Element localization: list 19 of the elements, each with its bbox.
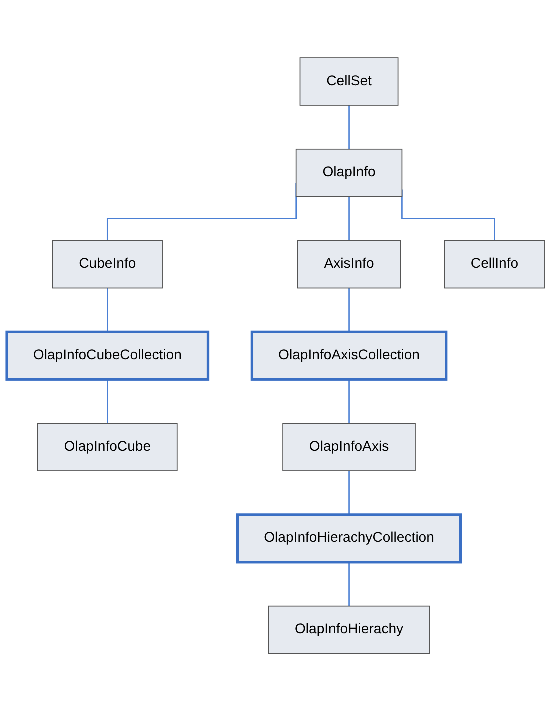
connector	[106, 288, 108, 332]
node-box: OlapInfoAxisCollection	[250, 330, 448, 381]
connector	[348, 288, 350, 332]
connector	[348, 196, 350, 242]
node-box: OlapInfoHierachyCollection	[236, 513, 462, 564]
connector	[348, 105, 350, 150]
node-box: OlapInfo	[296, 148, 403, 197]
node-box: AxisInfo	[297, 240, 402, 288]
connector	[348, 470, 350, 516]
node-box: OlapInfoCube	[37, 422, 178, 472]
connector	[348, 379, 350, 424]
node-box: OlapInfoHierachy	[268, 605, 430, 654]
node-box: CellInfo	[444, 240, 546, 288]
node-box: OlapInfoAxis	[282, 422, 416, 472]
connector	[348, 562, 350, 607]
connector	[106, 379, 108, 424]
node-box: CellSet	[300, 57, 399, 106]
node-box: OlapInfoCubeCollection	[6, 330, 210, 381]
node-box: CubeInfo	[52, 240, 163, 288]
